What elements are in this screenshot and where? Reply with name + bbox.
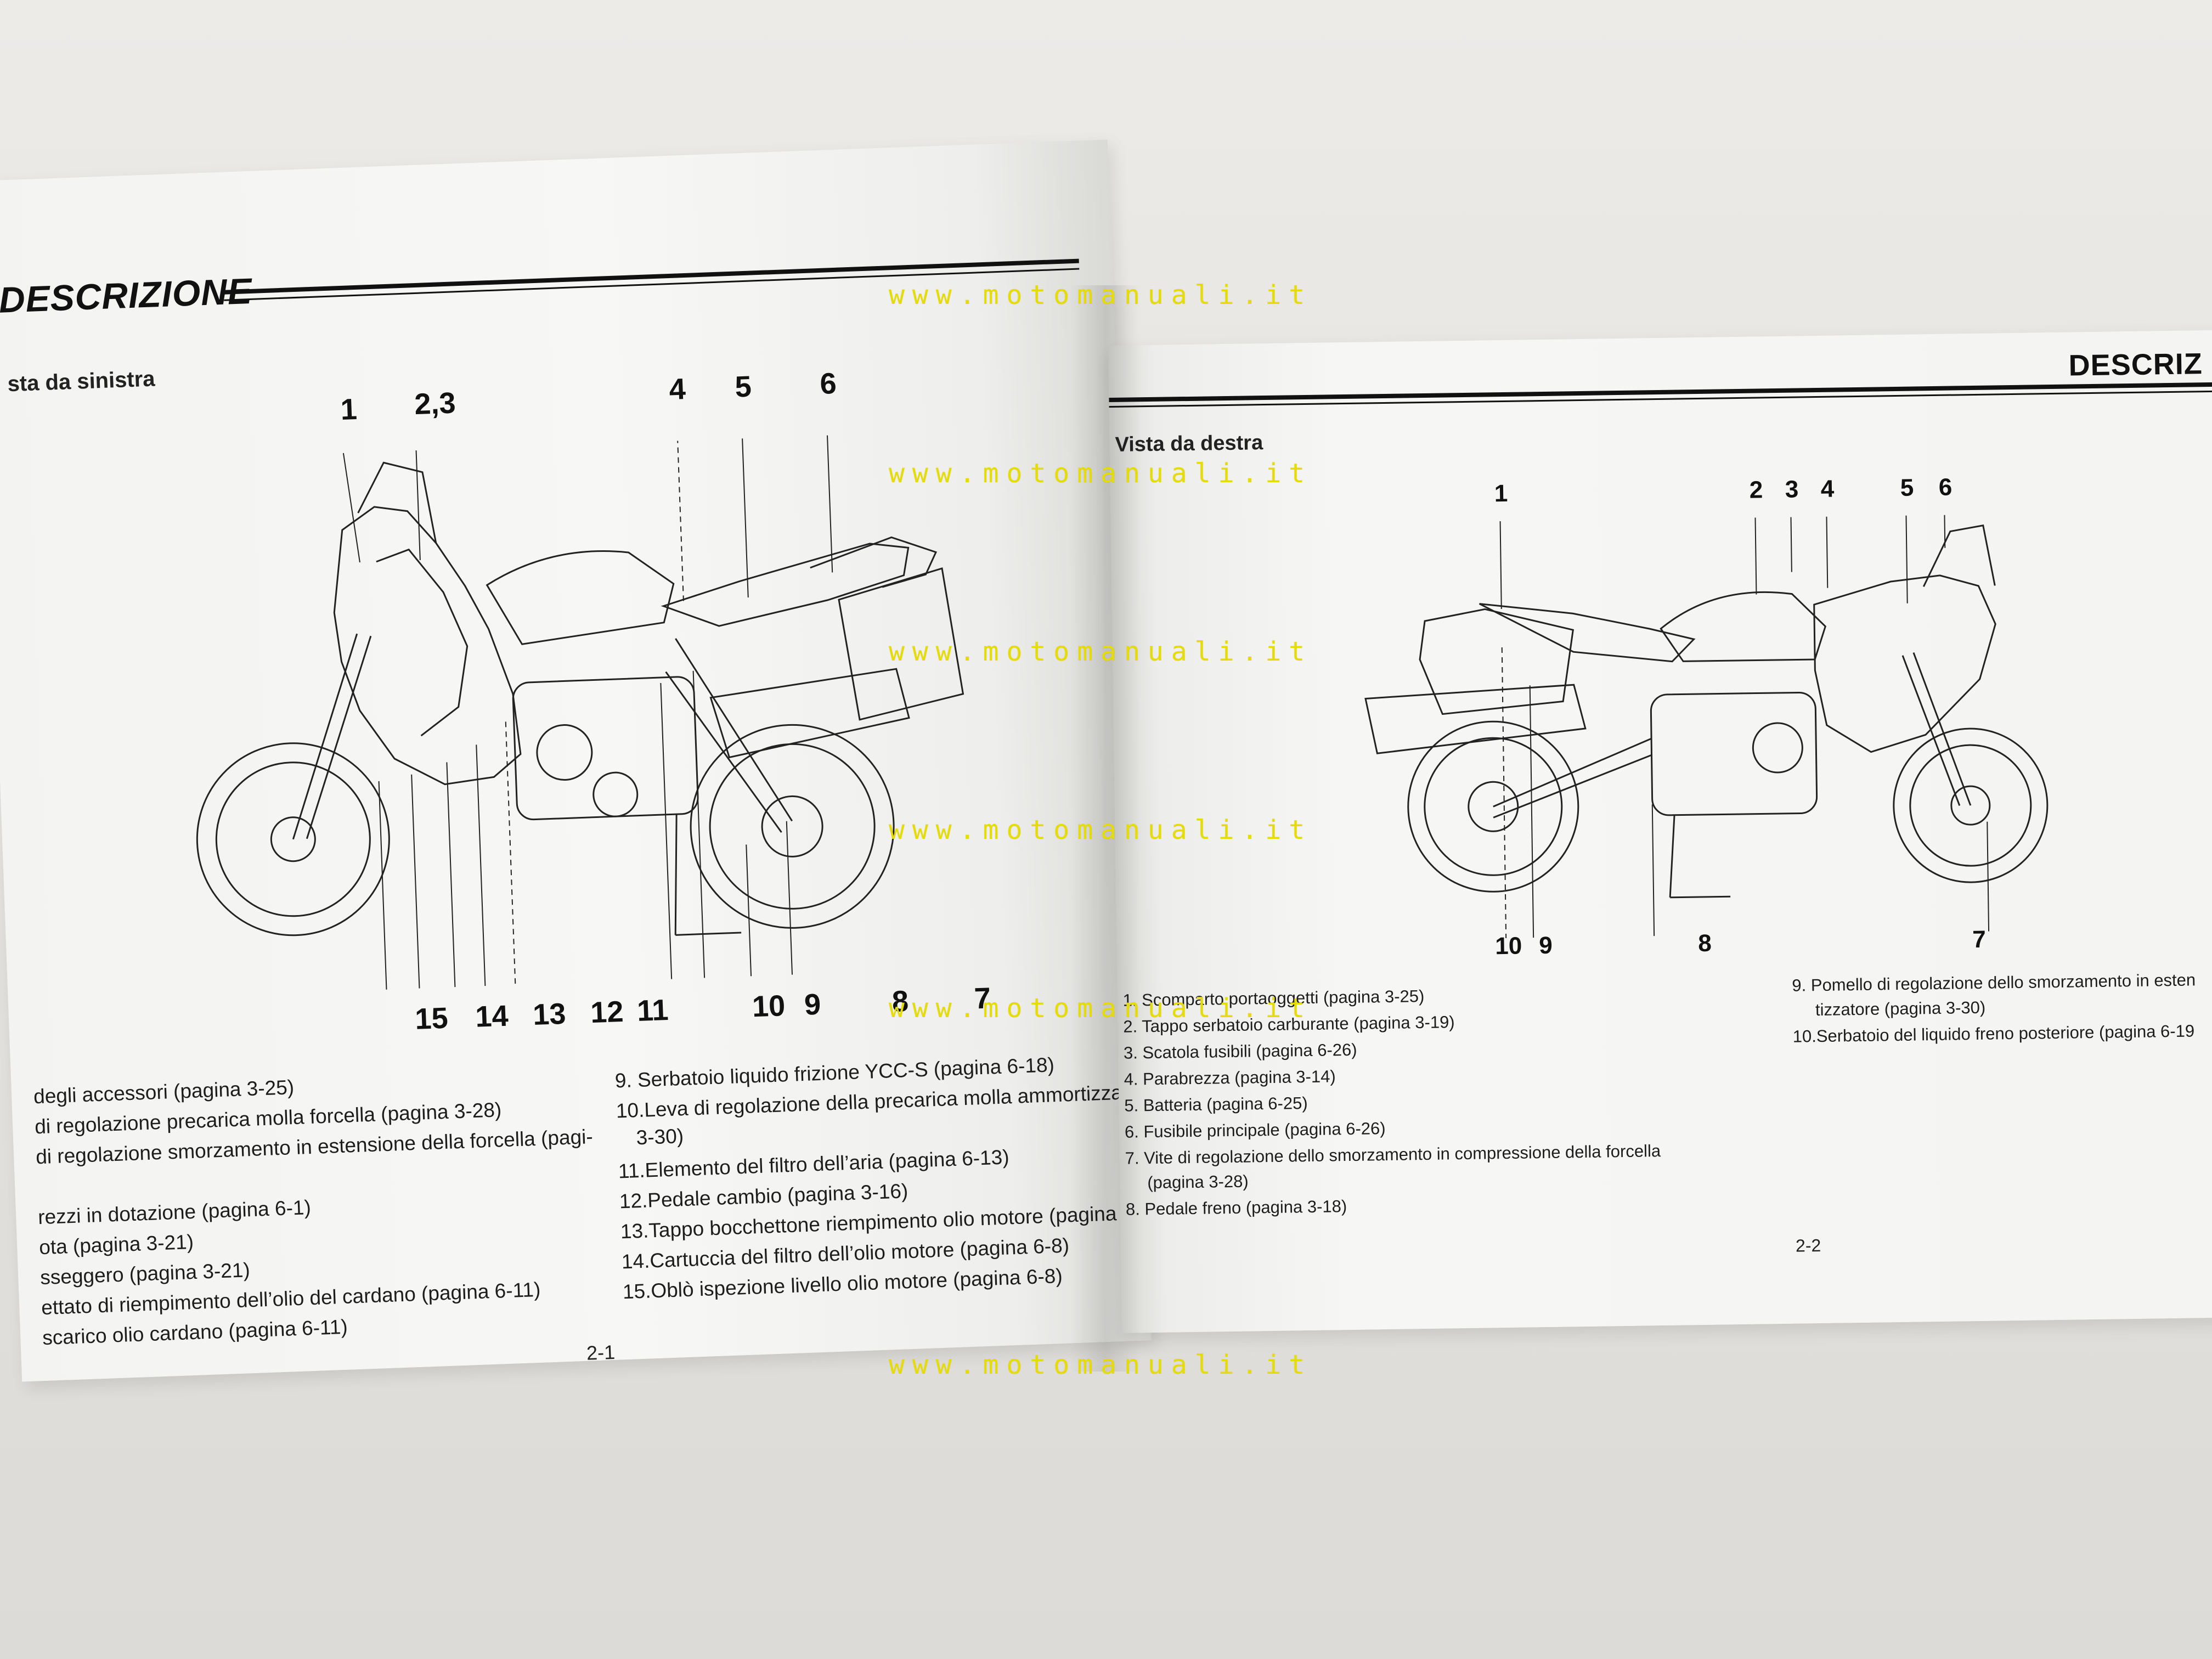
right-page: DESCRIZ Vista da destra 1 2 3 4 5 6 — [1108, 329, 2212, 1333]
right-callout-10: 10 — [1495, 932, 1522, 960]
right-callout-8: 8 — [1697, 929, 1712, 957]
right-list-col1-line-8: (pagina 3-28) — [1147, 1171, 1249, 1193]
right-list-col1-line-3: 3. Scatola fusibili (pagina 6-26) — [1123, 1040, 1357, 1063]
left-callout-5: 5 — [734, 370, 752, 404]
left-subheading: sta da sinistra — [7, 366, 156, 397]
book-gutter-shadow — [1070, 285, 1141, 1372]
left-list-col2-line-3: 3-30) — [635, 1125, 684, 1149]
left-callout-11: 11 — [636, 993, 669, 1028]
right-list-col1-line-4: 4. Parabrezza (pagina 3-14) — [1124, 1066, 1336, 1089]
watermark-3: www.motomanuali.it — [889, 636, 1313, 667]
right-page-number: 2-2 — [1795, 1235, 1821, 1256]
right-callout-9: 9 — [1539, 932, 1553, 960]
left-callout-4: 4 — [668, 373, 686, 407]
left-list-col1-line-1: degli accessori (pagina 3-25) — [33, 1076, 295, 1108]
right-list-col1-line-5: 5. Batteria (pagina 6-25) — [1124, 1093, 1308, 1115]
left-callout-15: 15 — [414, 1001, 449, 1036]
right-callout-1: 1 — [1494, 479, 1508, 507]
right-list-col1-line-9: 8. Pedale freno (pagina 3-18) — [1125, 1197, 1347, 1219]
left-callout-10: 10 — [752, 989, 786, 1024]
right-callout-3: 3 — [1785, 476, 1799, 503]
left-callout-9: 9 — [803, 988, 822, 1022]
left-callout-6: 6 — [819, 366, 837, 400]
left-list-col2-line-5: 12.Pedale cambio (pagina 3-16) — [619, 1180, 909, 1213]
left-callout-14: 14 — [475, 999, 509, 1034]
watermark-5: www.motomanuali.it — [889, 993, 1313, 1024]
right-callout-6: 6 — [1938, 473, 1953, 501]
left-list-col1-line-8: scarico olio cardano (pagina 6-11) — [42, 1315, 348, 1350]
right-list-col2-line-1: 9. Pomello di regolazione dello smorzame… — [1792, 970, 2196, 995]
left-header-title: DESCRIZIONE — [0, 270, 253, 320]
right-callout-5: 5 — [1900, 474, 1914, 501]
watermark-6: www.motomanuali.it — [889, 1350, 1313, 1380]
right-callout-2: 2 — [1749, 476, 1763, 504]
right-list-col2-line-3: 10.Serbatoio del liquido freno posterior… — [1792, 1021, 2195, 1046]
motorcycle-left-side-illustration — [175, 429, 1017, 997]
right-list-col1-line-6: 6. Fusibile principale (pagina 6-26) — [1124, 1119, 1386, 1142]
left-list-col2-line-4: 11.Elemento del filtro dell’aria (pagina… — [618, 1146, 1010, 1183]
watermark-2: www.motomanuali.it — [889, 458, 1313, 489]
left-callout-2-3: 2,3 — [414, 386, 456, 421]
motorcycle-right-side-illustration — [1341, 512, 2104, 940]
right-callout-4: 4 — [1820, 475, 1835, 503]
left-callout-12: 12 — [590, 995, 624, 1030]
right-header-title: DESCRIZ — [2068, 347, 2203, 382]
right-list-col1-line-7: 7. Vite di regolazione dello smorzamento… — [1125, 1141, 1661, 1168]
left-list-col1-line-5: ota (pagina 3-21) — [38, 1230, 194, 1259]
left-callout-1: 1 — [340, 392, 358, 427]
watermark-1: www.motomanuali.it — [889, 280, 1313, 311]
left-page: DESCRIZIONE sta da sinistra 1 2,3 4 5 6 — [0, 139, 1152, 1382]
right-callout-7: 7 — [1972, 926, 1987, 953]
left-callout-13: 13 — [532, 997, 567, 1031]
watermark-4: www.motomanuali.it — [889, 815, 1313, 845]
right-list-col2-line-2: tizzatore (pagina 3-30) — [1815, 997, 1986, 1020]
left-list-col1-line-4: rezzi in dotazione (pagina 6-1) — [37, 1196, 312, 1229]
left-list-col1-line-6: sseggero (pagina 3-21) — [40, 1259, 251, 1289]
